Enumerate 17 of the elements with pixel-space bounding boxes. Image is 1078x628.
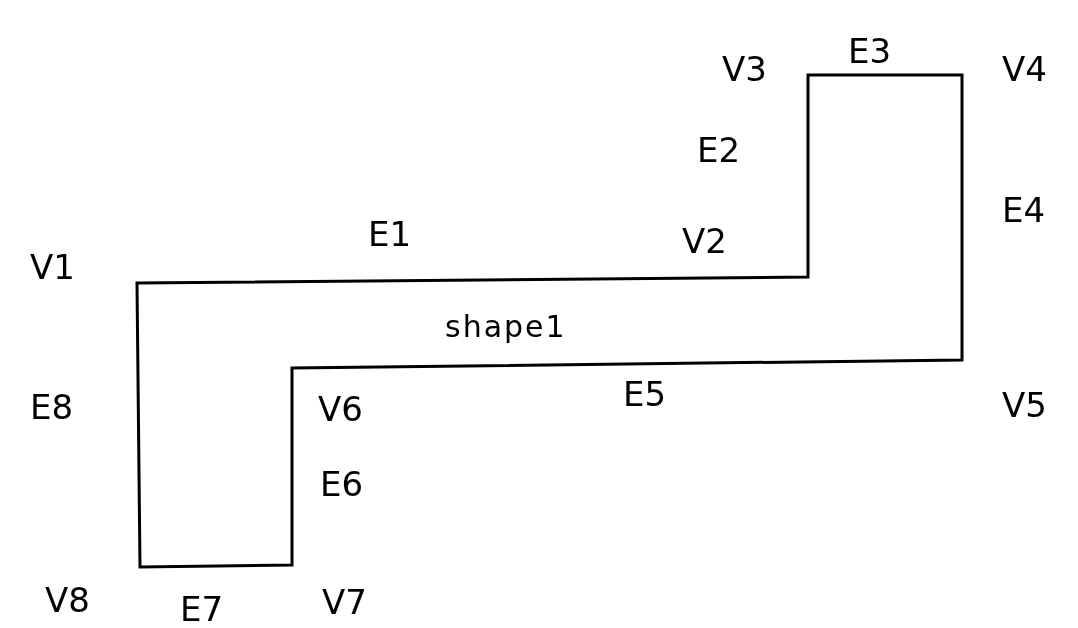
edge-name-label: E8 xyxy=(30,390,74,424)
vertex-label: V4 xyxy=(1002,52,1047,86)
edge-name-label: E1 xyxy=(368,217,412,251)
vertex-label: V7 xyxy=(322,585,367,619)
vertex-label: V5 xyxy=(1002,388,1047,422)
vertex-label: V3 xyxy=(722,52,767,86)
vertex-label: V8 xyxy=(45,583,90,617)
vertex-label: V6 xyxy=(318,392,363,426)
vertex-label: V2 xyxy=(682,224,727,258)
edge-name-label: E3 xyxy=(848,34,892,68)
vertex-label: V1 xyxy=(30,250,75,284)
edge-name-label: E5 xyxy=(623,377,667,411)
edge-name-label: E7 xyxy=(180,592,224,626)
edge-name-label: E4 xyxy=(1002,193,1046,227)
edge-name-label: E6 xyxy=(320,467,364,501)
edge-name-label: E2 xyxy=(697,133,741,167)
shape-name: shape1 xyxy=(445,312,567,342)
